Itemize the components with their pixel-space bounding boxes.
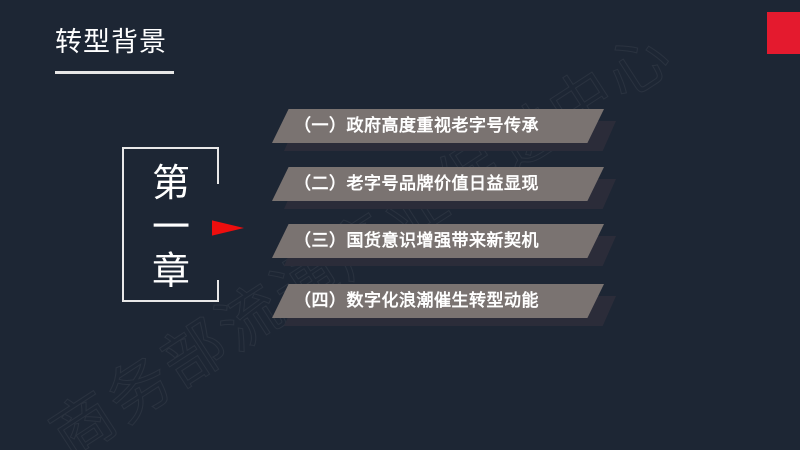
agenda-item-label: （二）老字号品牌价值日益显现 (294, 174, 539, 194)
item-bar (272, 284, 604, 318)
item-bar (272, 167, 604, 201)
item-bar (272, 109, 604, 143)
agenda-item-3[interactable]: （三）国货意识增强带来新契机 (272, 224, 632, 270)
pointer-arrow-icon (212, 220, 244, 236)
chapter-char-3: 章 (151, 249, 190, 293)
slide-title: 转型背景 (55, 27, 167, 58)
chapter-bracket-bottom-right (217, 280, 219, 302)
agenda-item-label: （一）政府高度重视老字号传承 (294, 116, 539, 136)
corner-accent-square (767, 12, 800, 54)
agenda-item-2[interactable]: （二）老字号品牌价值日益显现 (272, 167, 632, 213)
chapter-box: 第 一 章 (122, 147, 219, 302)
agenda-item-label: （四）数字化浪潮催生转型动能 (294, 291, 539, 311)
chapter-char-2: 一 (151, 205, 190, 249)
item-bar (272, 224, 604, 258)
chapter-char-1: 第 (151, 161, 190, 205)
agenda-item-1[interactable]: （一）政府高度重视老字号传承 (272, 109, 632, 155)
chapter-bracket-top-right (217, 147, 219, 184)
title-underline (55, 71, 174, 74)
agenda-item-label: （三）国货意识增强带来新契机 (294, 231, 539, 251)
agenda-item-4[interactable]: （四）数字化浪潮催生转型动能 (272, 284, 632, 330)
chapter-bracket (122, 147, 219, 302)
